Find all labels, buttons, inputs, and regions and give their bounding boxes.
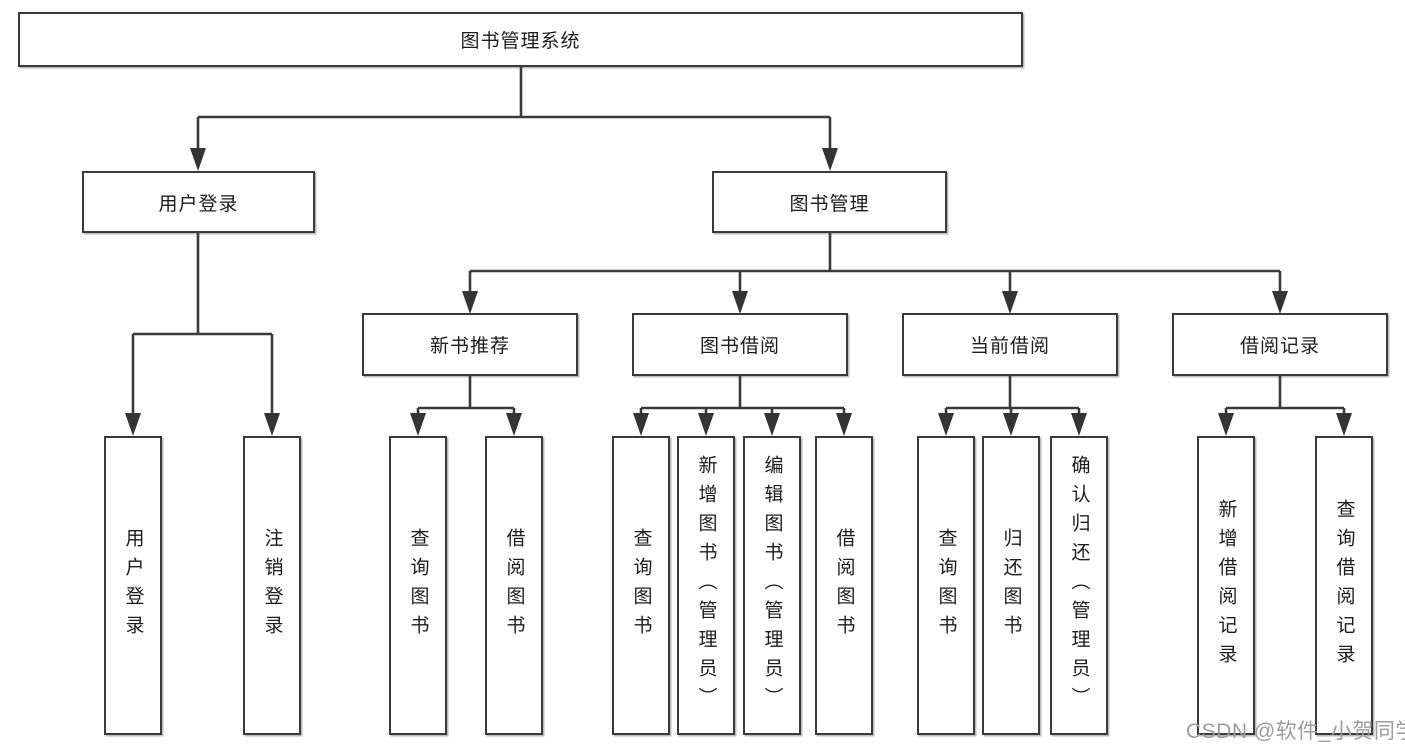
- node-leaf-user-login: 用户登录: [104, 436, 162, 735]
- node-new-book-recommend: 新书推荐: [362, 313, 578, 376]
- node-leaf-add-borrow-record: 新增借阅记录: [1197, 436, 1255, 735]
- node-leaf-user-login-label: 用户登录: [122, 527, 144, 644]
- node-leaf-borrow-books-1-label: 借阅图书: [503, 527, 525, 644]
- connector-book-borrow-children: [633, 375, 852, 436]
- node-leaf-query-books-1-label: 查询图书: [407, 527, 429, 644]
- node-book-borrowing: 图书借阅: [632, 313, 848, 376]
- csdn-watermark: CSDN @软件_小贺同学: [1186, 720, 1405, 743]
- node-leaf-query-books-2: 查询图书: [612, 436, 670, 735]
- node-leaf-edit-books-admin-label: 编辑图书（管理员）: [761, 455, 783, 716]
- node-borrowing-records-label: 借阅记录: [1239, 336, 1320, 357]
- connector-root-to-level2: [190, 67, 838, 171]
- connector-current-borrow-children: [938, 375, 1087, 436]
- node-leaf-confirm-return-admin: 确认归还（管理员）: [1050, 436, 1108, 735]
- node-leaf-logout: 注销登录: [243, 436, 301, 735]
- node-current-borrowing-label: 当前借阅: [969, 336, 1050, 357]
- node-user-login-label: 用户登录: [158, 193, 239, 215]
- node-user-login: 用户登录: [82, 171, 315, 233]
- node-leaf-edit-books-admin: 编辑图书（管理员）: [743, 436, 801, 735]
- node-book-borrowing-label: 图书借阅: [699, 336, 780, 357]
- connector-user-login-children: [125, 233, 280, 436]
- node-leaf-query-books-3: 查询图书: [917, 436, 975, 735]
- node-leaf-confirm-return-admin-label: 确认归还（管理员）: [1068, 455, 1090, 716]
- node-leaf-query-books-2-label: 查询图书: [630, 527, 652, 644]
- node-leaf-logout-label: 注销登录: [261, 527, 283, 644]
- node-leaf-add-borrow-record-label: 新增借阅记录: [1215, 498, 1237, 673]
- node-leaf-borrow-books-2: 借阅图书: [815, 436, 873, 735]
- node-leaf-add-books-admin: 新增图书（管理员）: [677, 436, 735, 735]
- node-borrowing-records: 借阅记录: [1172, 313, 1388, 376]
- node-root: 图书管理系统: [18, 12, 1023, 67]
- node-book-management-label: 图书管理: [789, 193, 870, 215]
- node-leaf-add-books-admin-label: 新增图书（管理员）: [695, 455, 717, 716]
- node-leaf-query-borrow-record-label: 查询借阅记录: [1333, 498, 1355, 673]
- node-leaf-return-books-label: 归还图书: [1000, 527, 1022, 644]
- node-leaf-query-books-1: 查询图书: [389, 436, 447, 735]
- node-leaf-return-books: 归还图书: [982, 436, 1040, 735]
- connector-new-book-children: [410, 375, 522, 436]
- node-current-borrowing: 当前借阅: [902, 313, 1118, 376]
- node-root-label: 图书管理系统: [460, 31, 581, 52]
- node-leaf-borrow-books-1: 借阅图书: [485, 436, 543, 735]
- node-new-book-recommend-label: 新书推荐: [429, 336, 510, 357]
- node-leaf-query-borrow-record: 查询借阅记录: [1315, 436, 1373, 735]
- node-leaf-query-books-3-label: 查询图书: [935, 527, 957, 644]
- node-book-management: 图书管理: [712, 171, 947, 233]
- connector-book-mgmt-to-level3: [462, 233, 1288, 314]
- connector-borrow-record-children: [1218, 375, 1352, 436]
- node-leaf-borrow-books-2-label: 借阅图书: [833, 527, 855, 644]
